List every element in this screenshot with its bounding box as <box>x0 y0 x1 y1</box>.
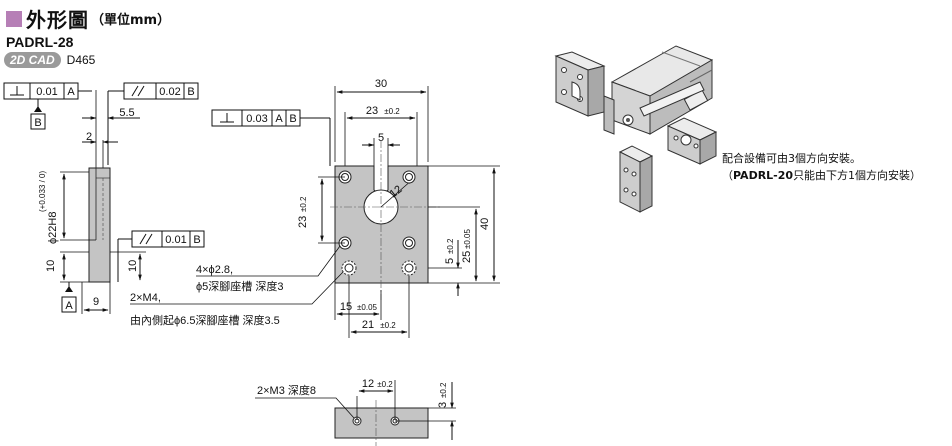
dim-3: 3 <box>437 402 449 408</box>
mounting-holes <box>338 170 416 250</box>
dim-12: 12 <box>362 378 374 390</box>
dim-23h: 23 <box>366 105 378 117</box>
dim-3-tol: ±0.2 <box>439 382 448 398</box>
dim-15: 15 <box>340 301 352 313</box>
note-holes-2: ϕ5深腳座槽 深度3 <box>196 279 283 293</box>
part-code: PADRL-28 <box>6 34 74 50</box>
note-holes-1: 4×ϕ2.8, <box>196 264 233 276</box>
dim-5v: 5 <box>444 258 456 264</box>
dim-phi22-tol: (+0.033 / 0) <box>38 171 47 212</box>
page-header: 外形圖 （單位mm） <box>6 4 170 33</box>
cylinder-body <box>610 45 714 135</box>
side-profile <box>88 167 111 283</box>
dim-23v: 23 <box>297 216 309 228</box>
dim-23h-tol: ±0.2 <box>384 107 400 116</box>
dim-r12: 12 <box>387 183 404 200</box>
dim-10-left: 10 <box>45 260 57 272</box>
bracket-left <box>554 51 615 135</box>
dim-15-tol: ±0.05 <box>357 303 378 312</box>
dim-5-5: 5.5 <box>119 107 134 119</box>
note-m4-2: 由內側起ϕ6.5深腳座槽 深度3.5 <box>130 313 280 327</box>
dim-5v-tol: ±0.2 <box>446 238 455 254</box>
page-title: 外形圖 <box>26 8 89 32</box>
install-note-rest: 只能由下方1個方向安裝） <box>793 169 922 182</box>
cad-code: D465 <box>66 53 96 67</box>
cad-row: 2D CAD D465 <box>4 52 95 68</box>
header-marker <box>6 10 22 27</box>
par-ref-mid: B <box>193 234 200 246</box>
isometric-illustration <box>554 45 718 213</box>
dim-21: 21 <box>362 319 374 331</box>
install-note-open: （ <box>722 169 733 182</box>
dim-phi22: ϕ22H8 <box>47 212 59 244</box>
dim-9: 9 <box>93 296 99 308</box>
perp-tol-front: 0.03 <box>246 113 267 125</box>
perp-tol-side: 0.01 <box>36 86 57 98</box>
note-m3: 2×M3 深度8 <box>257 383 316 397</box>
bottom-view: 12 ±0.2 2×M3 深度8 3 ±0.2 <box>255 378 456 446</box>
datum-a-label: A <box>65 300 73 312</box>
note-m4-1: 2×M4, <box>130 292 161 304</box>
unit-label: （單位mm） <box>91 13 171 28</box>
par-ref-top: B <box>187 86 194 98</box>
dim-30: 30 <box>375 78 387 90</box>
dim-5: 5 <box>378 132 384 144</box>
par-frame-top: 0.02 B <box>107 82 199 165</box>
perp-frame-side: 0.01 A B <box>3 82 92 130</box>
front-view: 0.03 A B 30 23 ±0.2 5 12 <box>130 78 500 338</box>
dim-25v-tol: ±0.05 <box>463 228 472 249</box>
perp-ref-side: A <box>67 86 75 98</box>
bottom-plate <box>334 407 429 439</box>
dim-25v: 25 <box>461 251 473 263</box>
bracket-right <box>666 117 718 165</box>
install-note-line2: （PADRL-20只能由下方1個方向安裝） <box>722 167 921 183</box>
dim-12-tol: ±0.2 <box>377 380 393 389</box>
datum-b-label: B <box>34 117 41 129</box>
dim-21-tol: ±0.2 <box>380 321 396 330</box>
par-tol-mid: 0.01 <box>165 234 186 246</box>
dim-23v-tol: ±0.2 <box>299 196 308 212</box>
par-frame-mid: 0.01 B <box>117 230 205 282</box>
par-tol-top: 0.02 <box>159 86 180 98</box>
install-note-line1: 配合設備可由3個方向安裝。 <box>722 152 861 165</box>
dim-40: 40 <box>479 218 491 230</box>
m4-holes <box>341 260 417 276</box>
side-view: 0.01 A B 0.02 B 5.5 2 <box>3 82 205 314</box>
perp-ref-front-b: B <box>289 113 296 125</box>
dim-2: 2 <box>86 131 92 143</box>
bracket-bottom <box>618 145 654 213</box>
perp-frame-front: 0.03 A B <box>211 109 331 166</box>
dim-10-right: 10 <box>127 260 139 272</box>
perp-ref-front-a: A <box>275 113 283 125</box>
install-note-model: PADRL-20 <box>733 169 794 182</box>
cad-download-badge[interactable]: 2D CAD <box>4 52 61 68</box>
